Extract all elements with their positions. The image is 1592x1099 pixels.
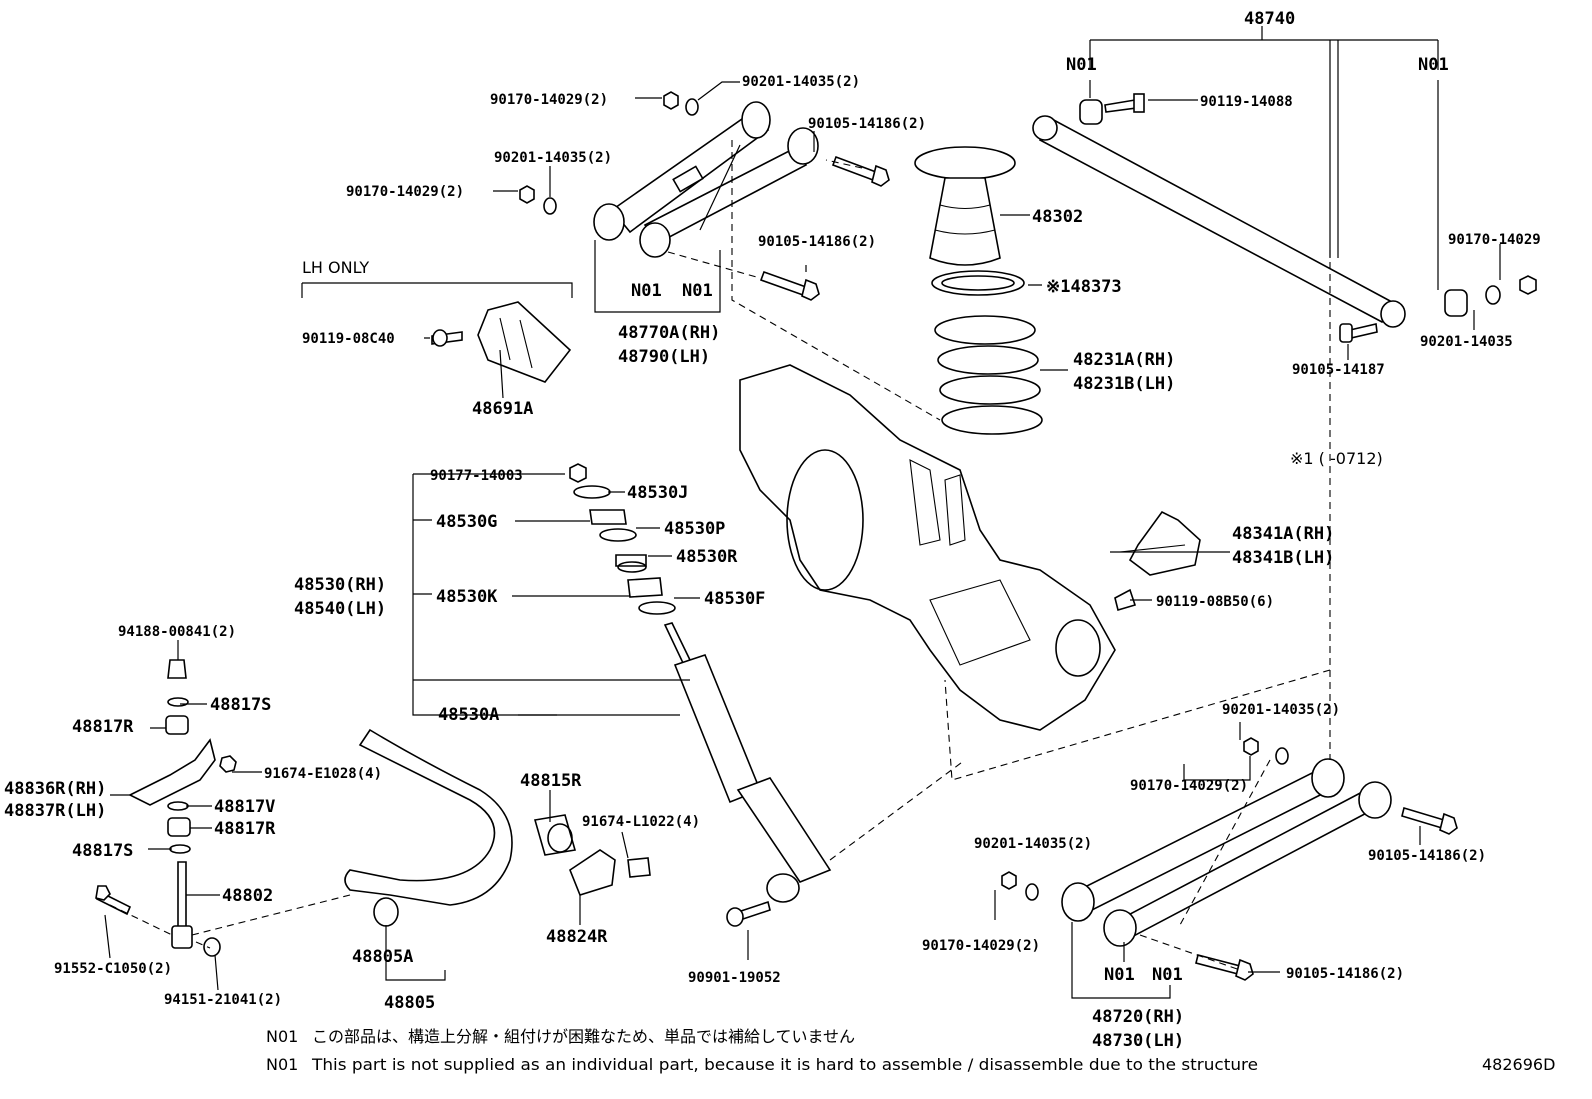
label-n01-top-right: N01 [1418, 55, 1449, 75]
footnotes: N01 この部品は、構造上分解・組付けが困難なため、単品では補給していません N… [266, 1027, 1555, 1074]
label-48790: 48790(LH) [618, 347, 710, 367]
label-90170-14029-ul1: 90170-14029(2) [490, 92, 608, 108]
leader-lines [104, 26, 1501, 999]
label-90201-14035-ul2: 90201-14035(2) [494, 150, 612, 166]
label-90201-14035-lr2: 90201-14035(2) [974, 836, 1092, 852]
label-90170-14029-lr1: 90170-14029(2) [1130, 778, 1248, 794]
lateral-control-rod-drawing [1032, 93, 1537, 343]
label-90201-14035-top-right: 90201-14035 [1420, 334, 1513, 350]
label-48530g: 48530G [436, 512, 497, 532]
label-48805: 48805 [384, 993, 435, 1013]
label-48530p: 48530P [664, 519, 725, 539]
label-91552-c1050: 91552-C1050(2) [54, 961, 172, 977]
label-48540: 48540(LH) [294, 599, 386, 619]
label-90170-14029-ul2: 90170-14029(2) [346, 184, 464, 200]
label-48530j: 48530J [627, 483, 688, 503]
label-91674-l1022: 91674-L1022(4) [582, 814, 700, 830]
label-90119-08c40: 90119-08C40 [302, 331, 395, 347]
label-48817s-a: 48817S [210, 695, 271, 715]
label-90201-14035-ul1: 90201-14035(2) [742, 74, 860, 90]
label-n01-top-left: N01 [1066, 55, 1097, 75]
label-94151-21041: 94151-21041(2) [164, 992, 282, 1008]
note-jp-text: この部品は、構造上分解・組付けが困難なため、単品では補給していません [312, 1027, 855, 1046]
label-48341a: 48341A(RH) [1232, 524, 1334, 544]
label-48730: 48730(LH) [1092, 1031, 1184, 1051]
diagram-id: 482696D [1482, 1055, 1555, 1074]
label-90119-08b50: 90119-08B50(6) [1156, 594, 1274, 610]
shock-absorber-drawing [569, 463, 832, 927]
line-art [95, 26, 1537, 999]
label-48740: 48740 [1244, 9, 1295, 29]
label-90119-14088: 90119-14088 [1200, 94, 1293, 110]
label-48815r: 48815R [520, 771, 582, 791]
label-lh-only: LH ONLY [302, 258, 369, 277]
label-90105-14186-lr1: 90105-14186(2) [1368, 848, 1486, 864]
label-90177-14003: 90177-14003 [430, 468, 523, 484]
label-90105-14186-ul1: 90105-14186(2) [808, 116, 926, 132]
label-48817r-a: 48817R [72, 717, 134, 737]
dashed-assembly-lines [109, 140, 1331, 971]
label-n01-ul-a: N01 [631, 281, 662, 301]
spring-assembly-drawing [914, 146, 1043, 435]
lower-control-arm-drawing [1001, 737, 1458, 981]
axle-housing-drawing [739, 364, 1116, 731]
label-n01-lr-a: N01 [1104, 965, 1135, 985]
label-90901-19052: 90901-19052 [688, 970, 781, 986]
label-n01-lr-b: N01 [1152, 965, 1183, 985]
label-48720: 48720(RH) [1092, 1007, 1184, 1027]
label-48530a: 48530A [438, 705, 499, 725]
label-48530: 48530(RH) [294, 575, 386, 595]
label-48817r-b: 48817R [214, 819, 276, 839]
label-48836r: 48836R(RH) [4, 779, 106, 799]
label-48817v: 48817V [214, 797, 275, 817]
label-48837r: 48837R(LH) [4, 801, 106, 821]
label-94188-00841: 94188-00841(2) [118, 624, 236, 640]
note-en-code: N01 [266, 1055, 298, 1074]
label-48691a: 48691A [472, 399, 533, 419]
label-48802: 48802 [222, 886, 273, 906]
label-48530r: 48530R [676, 547, 738, 567]
label-90105-14186-lr2: 90105-14186(2) [1286, 966, 1404, 982]
label-n01-ul-b: N01 [682, 281, 713, 301]
note-en-text: This part is not supplied as an individu… [311, 1055, 1258, 1074]
label-91674-e1028: 91674-E1028(4) [264, 766, 382, 782]
stabilizer-drawing [95, 659, 651, 957]
label-48341b: 48341B(LH) [1232, 548, 1334, 568]
note-jp-code: N01 [266, 1027, 298, 1046]
label-48373: ※148373 [1046, 277, 1122, 297]
label-48530k: 48530K [436, 587, 498, 607]
label-48231a: 48231A(RH) [1073, 350, 1175, 370]
label-48805a: 48805A [352, 947, 413, 967]
label-90170-14029-lr2: 90170-14029(2) [922, 938, 1040, 954]
label-48817s-b: 48817S [72, 841, 133, 861]
label-footnote-ref: ※1 ( -0712) [1290, 449, 1383, 468]
part-labels: 48740 N01 N01 90119-14088 90170-14029 90… [4, 9, 1541, 1051]
label-90105-14186-ul2: 90105-14186(2) [758, 234, 876, 250]
label-90170-14029-top-right: 90170-14029 [1448, 232, 1541, 248]
label-48770a: 48770A(RH) [618, 323, 720, 343]
label-90105-14187: 90105-14187 [1292, 362, 1385, 378]
label-48302: 48302 [1032, 207, 1083, 227]
label-90201-14035-lr1: 90201-14035(2) [1222, 702, 1340, 718]
label-48824r: 48824R [546, 927, 608, 947]
label-48231b: 48231B(LH) [1073, 374, 1175, 394]
bracket-48341-drawing [1114, 510, 1201, 612]
upper-control-arm-drawing [519, 91, 890, 301]
label-48530f: 48530F [704, 589, 765, 609]
